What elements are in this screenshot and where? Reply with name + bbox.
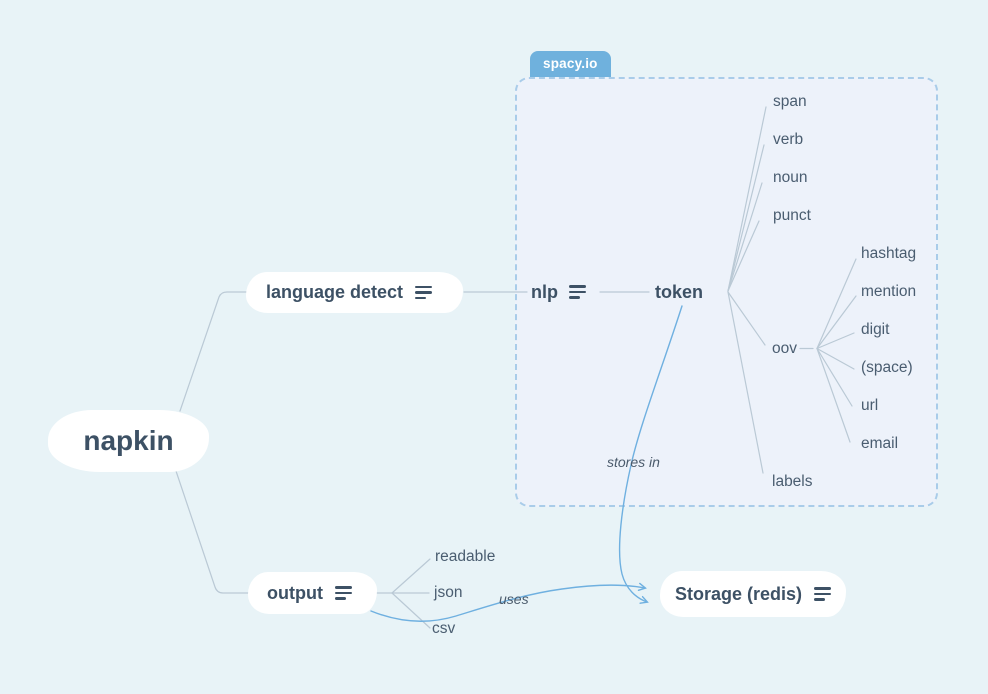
edge-token-labels (727, 291, 764, 474)
leaf-labels[interactable]: labels (772, 473, 813, 490)
leaf-json[interactable]: json (434, 584, 463, 601)
edge-output-storage-uses (370, 582, 647, 622)
notes-icon[interactable] (569, 285, 586, 299)
edge-napkin-output (175, 470, 250, 594)
node-nlp[interactable]: nlp (531, 281, 586, 303)
edge-token-span (727, 106, 767, 292)
edge-oov-space (816, 347, 855, 370)
leaf-oov[interactable]: oov (772, 340, 797, 357)
node-nlp-label: nlp (531, 282, 558, 302)
node-language-detect-label: language detect (266, 282, 404, 302)
edge-oov-url (816, 347, 853, 407)
leaf-verb[interactable]: verb (773, 131, 804, 148)
edge-token-verb (727, 144, 765, 292)
node-token[interactable]: token (655, 281, 703, 303)
edge-token-storage-stores-in (618, 305, 683, 604)
spacy-group-badge[interactable]: spacy.io (530, 51, 611, 77)
edge-oov-email (816, 347, 851, 443)
notes-icon[interactable] (415, 285, 433, 300)
leaf-hashtag[interactable]: hashtag (861, 245, 917, 262)
node-output[interactable]: output (248, 572, 377, 614)
edge-label-stores-in[interactable]: stores in (607, 454, 660, 470)
leaf-digit[interactable]: digit (861, 321, 890, 338)
node-napkin[interactable]: napkin (48, 410, 209, 472)
edge-napkin-language-detect (179, 291, 248, 412)
edge-label-uses[interactable]: uses (499, 591, 529, 607)
edge-oov-mention (816, 295, 857, 350)
leaf-readable[interactable]: readable (435, 548, 496, 565)
node-napkin-label: napkin (83, 425, 174, 456)
leaf-space[interactable]: (space) (861, 359, 913, 376)
leaf-punct[interactable]: punct (773, 207, 811, 224)
edge-output-readable (391, 558, 431, 594)
leaf-mention[interactable]: mention (861, 283, 917, 300)
node-storage[interactable]: Storage (redis) (660, 571, 846, 617)
edge-token-oov (727, 291, 766, 346)
leaf-csv[interactable]: csv (432, 620, 456, 637)
notes-icon[interactable] (334, 586, 352, 600)
edge-token-noun (727, 182, 763, 292)
edge-output-csv (391, 592, 431, 629)
edge-token-punct (727, 220, 760, 292)
node-token-label: token (655, 282, 704, 302)
leaf-span[interactable]: span (773, 93, 807, 110)
leaf-noun[interactable]: noun (773, 169, 808, 186)
node-output-label: output (267, 582, 323, 603)
node-storage-label: Storage (redis) (675, 583, 803, 604)
leaf-email[interactable]: email (861, 435, 899, 452)
notes-icon[interactable] (814, 587, 832, 601)
edge-oov-hashtag (816, 258, 857, 350)
node-language-detect[interactable]: language detect (246, 272, 463, 313)
leaf-url[interactable]: url (861, 397, 879, 414)
edge-oov-digit (816, 332, 855, 350)
